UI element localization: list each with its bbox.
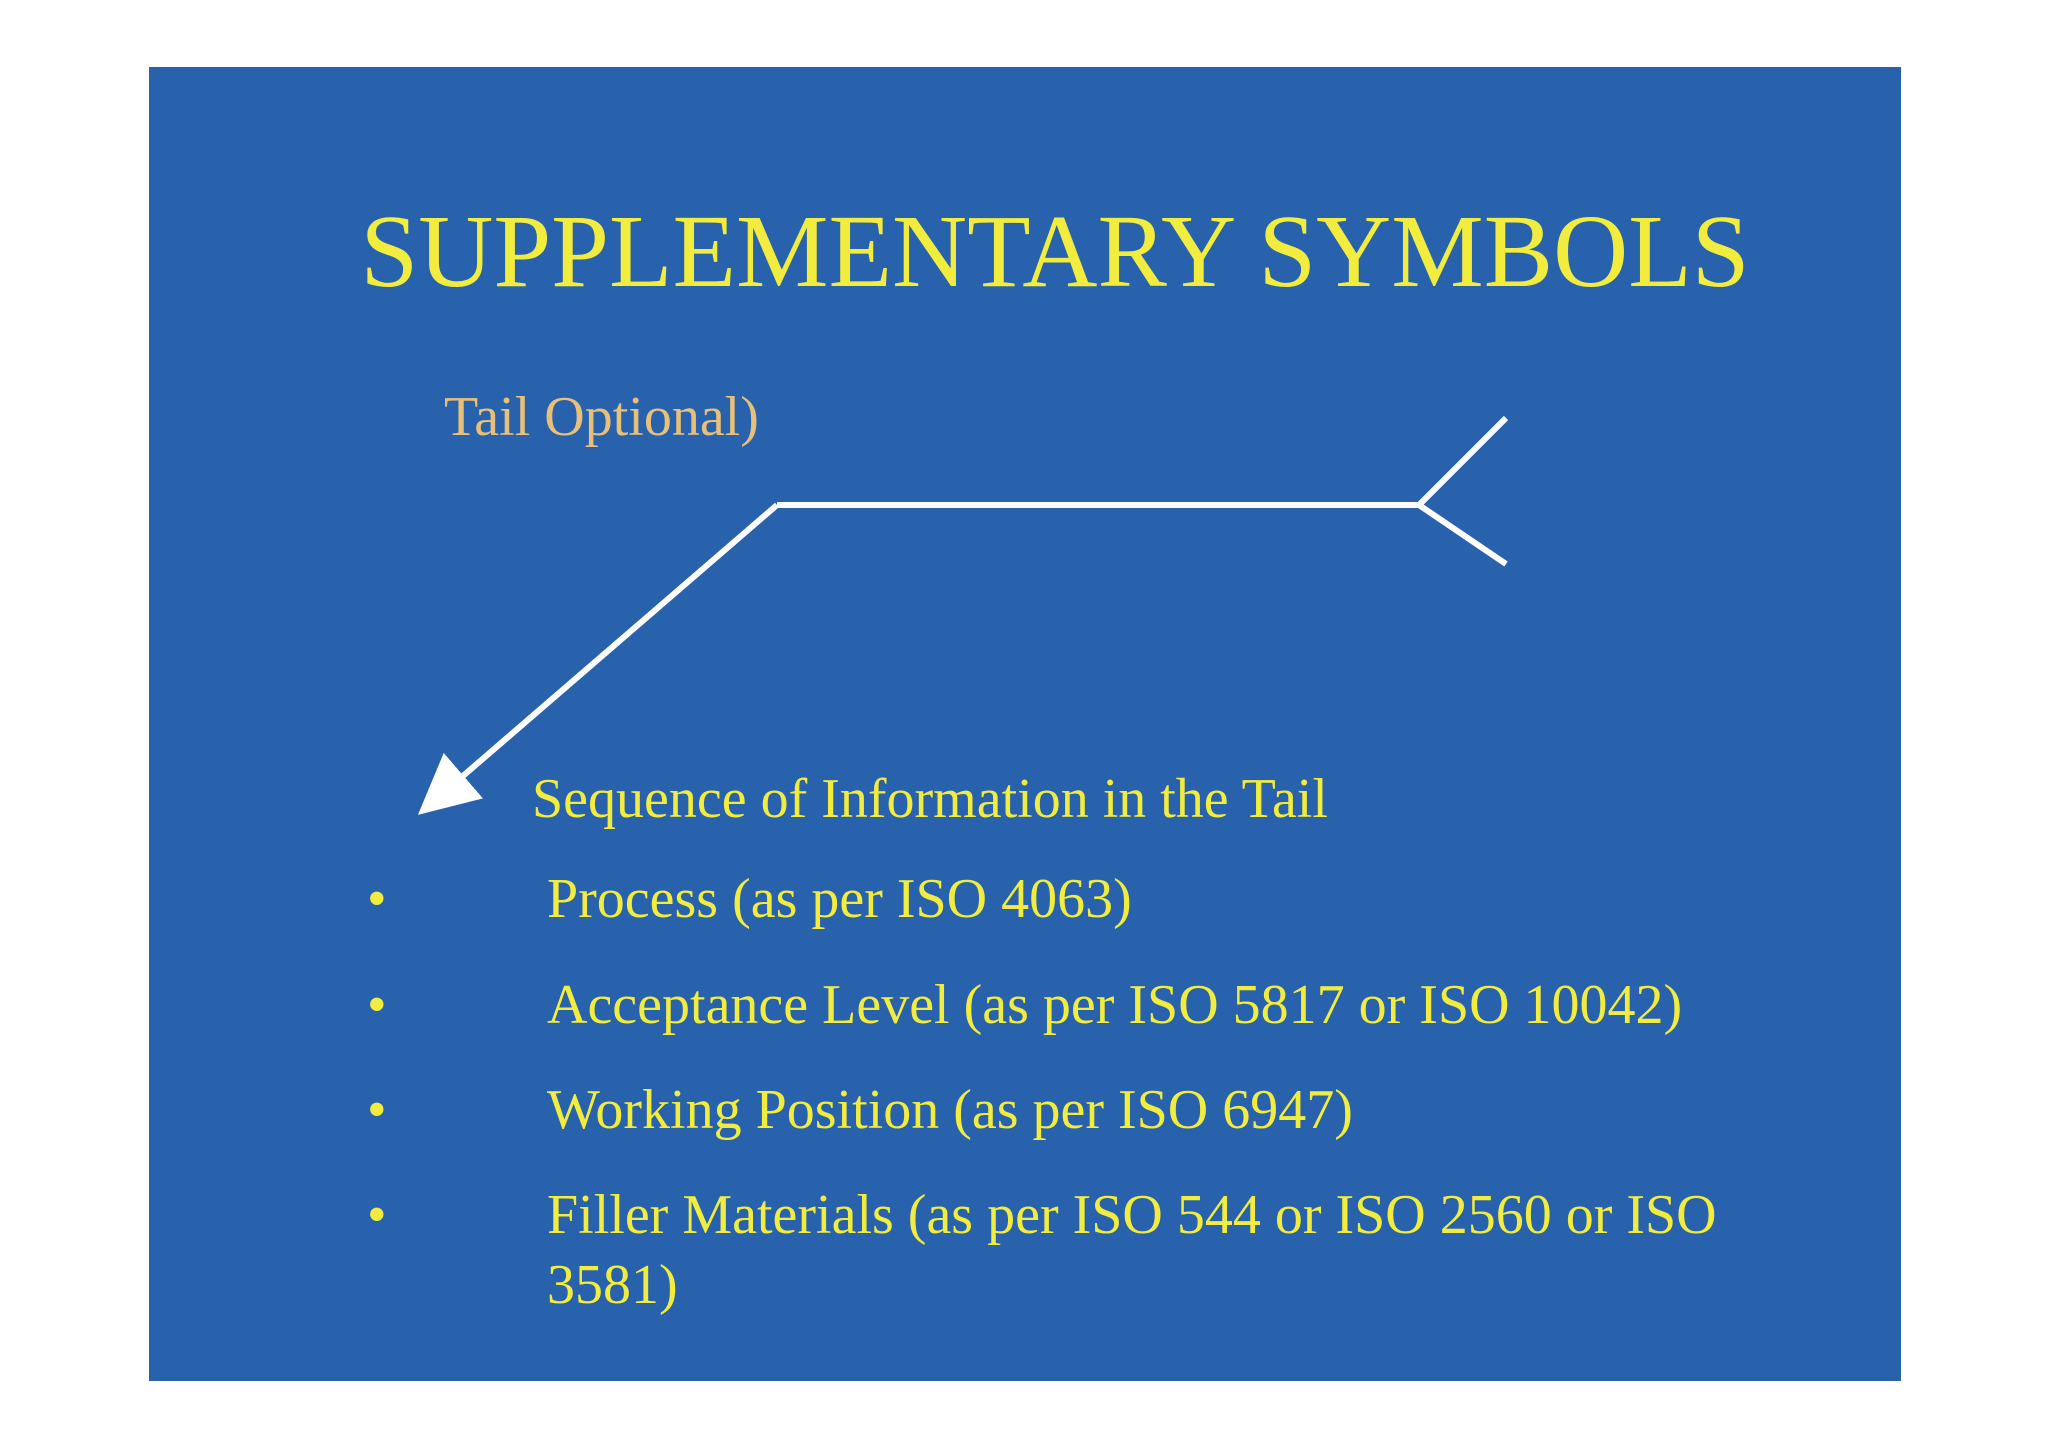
bullet-text: Working Position (as per ISO 6947) xyxy=(547,1079,1353,1141)
sequence-heading: Sequence of Information in the Tail xyxy=(532,768,1328,830)
bullet-list: • Process (as per ISO 4063) • Acceptance… xyxy=(149,67,1901,1381)
tail-label: Tail Optional) xyxy=(444,386,759,448)
tail-upper-line xyxy=(1416,415,1509,508)
bullet-text: Acceptance Level (as per ISO 5817 or ISO… xyxy=(547,974,1683,1036)
tail-lower-line xyxy=(1417,502,1508,567)
bullet-text: Filler Materials (as per ISO 544 or ISO … xyxy=(547,1184,1717,1316)
bullet-text: Process (as per ISO 4063) xyxy=(547,868,1132,930)
weld-symbol-diagram xyxy=(417,415,1509,815)
bullet-glyph: • xyxy=(367,974,387,1036)
bullet-glyph: • xyxy=(367,1184,387,1246)
slide-title: SUPPLEMENTARY SYMBOLS xyxy=(360,194,1750,309)
bullet-glyph: • xyxy=(367,1079,387,1141)
slide: SUPPLEMENTARY SYMBOLS Tail Optional) Seq… xyxy=(149,67,1901,1381)
bullet-glyph: • xyxy=(367,868,387,930)
arrow-line xyxy=(417,502,779,815)
